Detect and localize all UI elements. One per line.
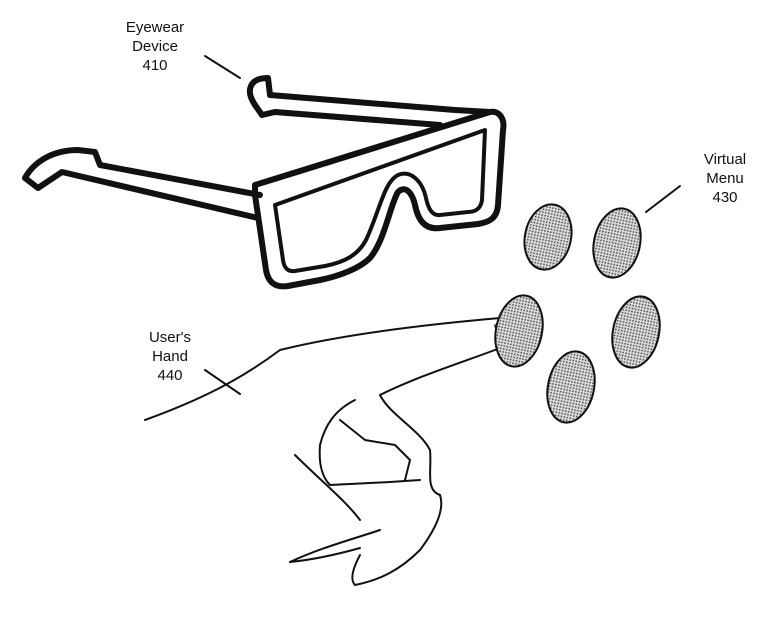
menu-item (611, 295, 661, 369)
users-hand (144, 317, 521, 586)
leader-line-410 (204, 55, 241, 79)
virtual-menu (494, 203, 661, 424)
leader-line-430 (645, 185, 681, 213)
label-eyewear-device: Eyewear Device 410 (125, 19, 185, 74)
menu-item (523, 203, 573, 271)
eyewear-device (22, 75, 507, 290)
menu-item (592, 207, 642, 279)
label-virtual-menu: Virtual Menu 430 (703, 151, 747, 206)
leader-line-440 (204, 369, 241, 395)
menu-item (546, 350, 596, 424)
label-users-hand: User's Hand 440 (148, 329, 192, 384)
menu-item (494, 294, 544, 368)
